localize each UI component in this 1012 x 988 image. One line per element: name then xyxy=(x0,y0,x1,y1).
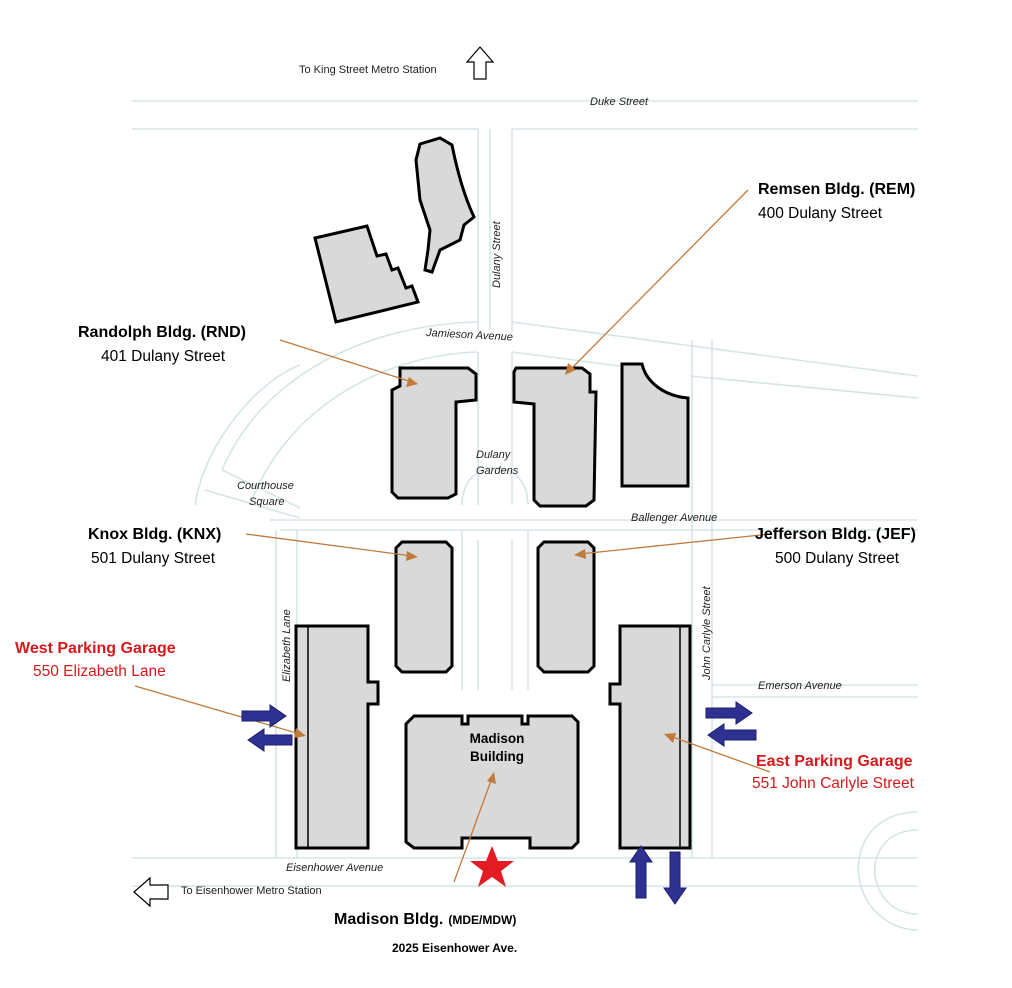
west-garage-exit-arrow-icon xyxy=(247,728,293,752)
west-garage-entry-arrow-icon xyxy=(241,704,287,728)
east-garage-entry-arrow-icon xyxy=(707,723,757,747)
street-network xyxy=(132,100,919,931)
dulany-gardens-label-line2: Gardens xyxy=(476,465,519,477)
remsen-address: 400 Dulany Street xyxy=(758,205,883,222)
north-direction-label: To King Street Metro Station xyxy=(299,64,437,76)
eisenhower-avenue-label: Eisenhower Avenue xyxy=(286,862,383,874)
madison-inner-line2: Building xyxy=(470,749,524,764)
remsen-building-footprint xyxy=(512,366,598,508)
west-direction: To Eisenhower Metro Station xyxy=(133,876,322,908)
star-icon xyxy=(470,846,514,887)
jamieson-avenue-label: Jamieson Avenue xyxy=(425,327,513,344)
ballenger-avenue-label: Ballenger Avenue xyxy=(631,512,717,524)
west-direction-label: To Eisenhower Metro Station xyxy=(181,885,322,897)
jefferson-name: Jefferson Bldg. (JEF) xyxy=(755,526,916,543)
east-garage-footprint xyxy=(608,624,692,850)
outline-arrow-up-icon xyxy=(465,46,495,80)
madison-code: (MDE/MDW) xyxy=(448,913,516,927)
madison-name: Madison Bldg. (MDE/MDW) xyxy=(334,911,516,928)
east-garage-down-arrow-icon xyxy=(663,851,687,905)
knox-label: Knox Bldg. (KNX) 501 Dulany Street xyxy=(88,526,221,567)
madison-name-text: Madison Bldg. xyxy=(334,911,443,928)
nw-slim-building-footprint xyxy=(414,136,476,274)
nw-building-footprint xyxy=(313,224,420,324)
jefferson-label: Jefferson Bldg. (JEF) 500 Dulany Street xyxy=(755,526,916,567)
remsen-label: Remsen Bldg. (REM) 400 Dulany Street xyxy=(758,181,915,222)
dulany-street-label: Dulany Street xyxy=(491,220,503,288)
traffic-arrows xyxy=(241,701,757,905)
east-garage-name: East Parking Garage xyxy=(756,753,913,770)
east-garage-label: East Parking Garage 551 John Carlyle Str… xyxy=(752,753,915,792)
john-carlyle-street-label: John Carlyle Street xyxy=(701,586,713,681)
madison-inner-line1: Madison xyxy=(470,731,525,746)
knox-building-footprint xyxy=(394,540,454,674)
madison-label: Madison Bldg. (MDE/MDW) 2025 Eisenhower A… xyxy=(334,911,517,955)
randolph-address: 401 Dulany Street xyxy=(101,348,226,365)
jefferson-address: 500 Dulany Street xyxy=(775,550,900,567)
elizabeth-lane-label: Elizabeth Lane xyxy=(281,609,293,682)
emerson-avenue-label: Emerson Avenue xyxy=(758,680,842,692)
west-garage-label: West Parking Garage 550 Elizabeth Lane xyxy=(15,640,176,680)
courthouse-square-label-line1: Courthouse xyxy=(237,480,294,492)
knox-address: 501 Dulany Street xyxy=(91,550,216,567)
jefferson-building-footprint xyxy=(536,540,596,674)
ne-corner-building-footprint xyxy=(620,362,690,488)
duke-street-label: Duke Street xyxy=(590,96,649,108)
building-footprints xyxy=(294,136,692,850)
west-garage-footprint xyxy=(294,624,380,850)
west-garage-address: 550 Elizabeth Lane xyxy=(33,663,166,680)
knox-name: Knox Bldg. (KNX) xyxy=(88,526,221,543)
outline-arrow-left-icon xyxy=(133,876,169,908)
randolph-building-footprint xyxy=(390,366,478,500)
courthouse-square-label-line2: Square xyxy=(249,496,284,508)
east-garage-up-arrow-icon xyxy=(629,845,653,899)
randolph-name: Randolph Bldg. (RND) xyxy=(78,324,246,341)
madison-inner-label: Madison Building xyxy=(470,731,525,764)
north-direction: To King Street Metro Station xyxy=(299,46,495,80)
leader-lines xyxy=(134,189,771,883)
east-garage-address: 551 John Carlyle Street xyxy=(752,775,915,792)
remsen-name: Remsen Bldg. (REM) xyxy=(758,181,915,198)
madison-address: 2025 Eisenhower Ave. xyxy=(392,941,517,955)
dulany-gardens-label-line1: Dulany xyxy=(476,449,512,461)
west-garage-name: West Parking Garage xyxy=(15,640,176,657)
street-labels: Duke Street Dulany Street Jamieson Avenu… xyxy=(237,96,842,874)
randolph-label: Randolph Bldg. (RND) 401 Dulany Street xyxy=(78,324,246,365)
east-garage-exit-arrow-icon xyxy=(705,701,753,725)
